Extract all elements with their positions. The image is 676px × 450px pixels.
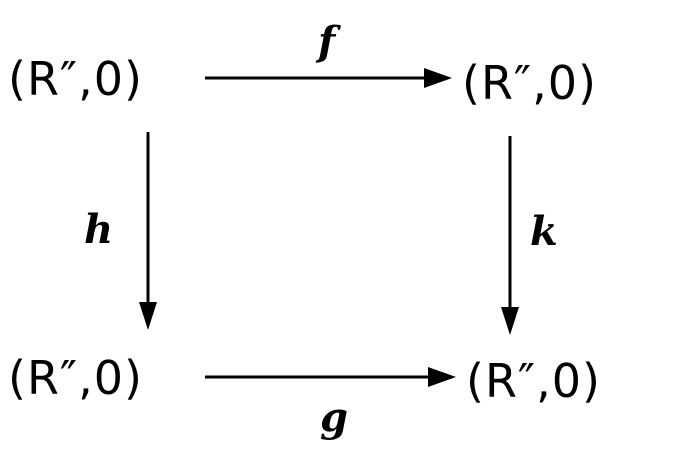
arrow-label-h: h [84,206,114,253]
arrow-f [205,68,452,88]
arrow-label-k: k [530,208,558,255]
node-bottom-left: (R″,0) [8,351,143,405]
arrow-label-g: g [320,394,348,441]
arrow-h [139,132,157,330]
arrow-g [205,367,456,387]
arrow-label-f: f [318,18,336,65]
node-top-left: (R″,0) [8,52,143,106]
node-bottom-right: (R″,0) [466,354,601,408]
arrow-k [501,136,519,335]
node-top-right: (R″,0) [462,56,597,110]
